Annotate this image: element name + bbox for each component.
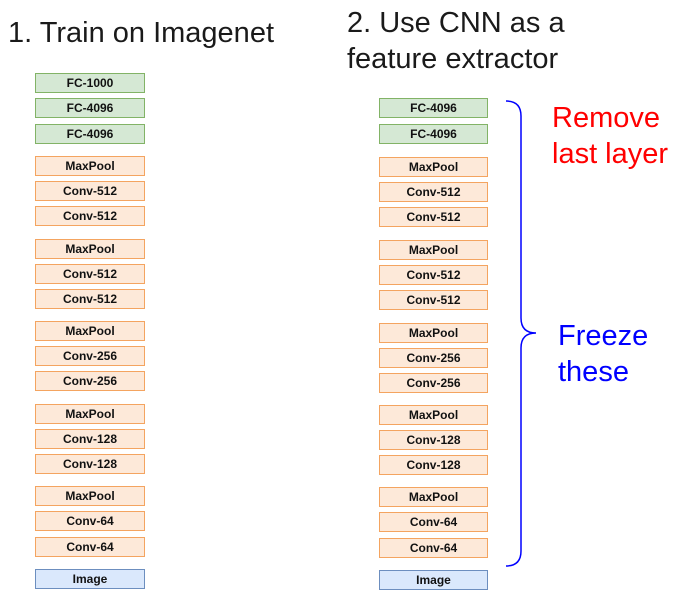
left-layer-conv-64: Conv-64	[35, 537, 145, 557]
left-column-title: 1. Train on Imagenet	[8, 17, 274, 49]
right-layer-conv-512: Conv-512	[379, 207, 488, 227]
left-layer-conv-64: Conv-64	[35, 511, 145, 531]
left-layer-conv-128: Conv-128	[35, 454, 145, 474]
left-layer-conv-512: Conv-512	[35, 264, 145, 284]
right-layer-maxpool: MaxPool	[379, 487, 488, 507]
left-layer-image: Image	[35, 569, 145, 589]
right-layer-conv-512: Conv-512	[379, 265, 488, 285]
right-layer-image: Image	[379, 570, 488, 590]
right-layer-conv-256: Conv-256	[379, 373, 488, 393]
freeze-line-1: Freeze	[558, 320, 649, 352]
left-layer-maxpool: MaxPool	[35, 321, 145, 341]
left-layer-maxpool: MaxPool	[35, 156, 145, 176]
left-layer-conv-512: Conv-512	[35, 289, 145, 309]
right-title-line-1: 2. Use CNN as a	[347, 7, 565, 39]
right-layer-maxpool: MaxPool	[379, 157, 488, 177]
right-layer-conv-64: Conv-64	[379, 512, 488, 532]
right-title-line-2: feature extractor	[347, 43, 559, 75]
left-layer-conv-512: Conv-512	[35, 181, 145, 201]
left-layer-maxpool: MaxPool	[35, 239, 145, 259]
right-layer-conv-128: Conv-128	[379, 455, 488, 475]
right-layer-conv-512: Conv-512	[379, 182, 488, 202]
left-layer-fc-1000: FC-1000	[35, 73, 145, 93]
left-layer-maxpool: MaxPool	[35, 404, 145, 424]
right-layer-maxpool: MaxPool	[379, 240, 488, 260]
right-layer-conv-64: Conv-64	[379, 538, 488, 558]
freeze-line-2: these	[558, 356, 629, 388]
right-layer-fc-4096: FC-4096	[379, 98, 488, 118]
right-layer-conv-512: Conv-512	[379, 290, 488, 310]
right-layer-maxpool: MaxPool	[379, 323, 488, 343]
right-layer-maxpool: MaxPool	[379, 405, 488, 425]
left-layer-conv-256: Conv-256	[35, 371, 145, 391]
left-layer-fc-4096: FC-4096	[35, 98, 145, 118]
remove-line-2: last layer	[552, 138, 669, 170]
left-layer-conv-512: Conv-512	[35, 206, 145, 226]
left-layer-fc-4096: FC-4096	[35, 124, 145, 144]
remove-line-1: Remove	[552, 102, 660, 134]
freeze-these-note: Freeze these	[558, 318, 648, 390]
right-column-title: 2. Use CNN as a feature extractor	[347, 5, 565, 77]
left-layer-conv-256: Conv-256	[35, 346, 145, 366]
left-layer-maxpool: MaxPool	[35, 486, 145, 506]
right-layer-conv-256: Conv-256	[379, 348, 488, 368]
remove-last-layer-note: Remove last layer	[552, 100, 668, 172]
right-layer-fc-4096: FC-4096	[379, 124, 488, 144]
left-layer-conv-128: Conv-128	[35, 429, 145, 449]
right-layer-conv-128: Conv-128	[379, 430, 488, 450]
curly-brace	[505, 100, 537, 567]
